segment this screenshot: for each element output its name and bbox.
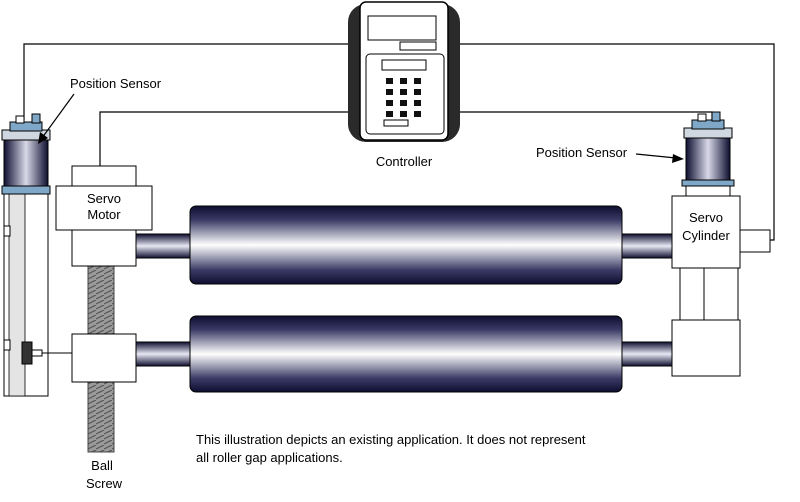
lower-roller xyxy=(135,315,673,393)
controller xyxy=(348,1,460,142)
left-position-sensor-label: Position Sensor xyxy=(70,76,162,91)
disclaimer-note: This illustration depicts an existing ap… xyxy=(196,431,586,467)
left-position-sensor xyxy=(1,113,51,397)
controller-label: Controller xyxy=(376,154,433,169)
disclaimer-line-1: This illustration depicts an existing ap… xyxy=(196,432,586,447)
upper-roller xyxy=(135,205,673,285)
servo-motor-bottom xyxy=(71,229,137,267)
lower-bearing-block xyxy=(71,333,137,383)
ball-screw-label-1: Ball xyxy=(91,458,113,473)
servo-motor-label-1: Servo xyxy=(87,191,121,206)
servo-cylinder xyxy=(671,195,771,377)
right-sensor-arrow xyxy=(635,153,684,163)
servo-cylinder-label-2: Cylinder xyxy=(682,228,730,243)
right-position-sensor-label: Position Sensor xyxy=(536,145,628,160)
right-position-sensor xyxy=(681,111,735,197)
servo-motor-label-2: Motor xyxy=(87,207,121,222)
left-sensor-arrow xyxy=(38,93,75,144)
ball-screw-label-2: Screw xyxy=(86,476,123,491)
servo-motor-top xyxy=(71,165,137,187)
servo-cylinder-label-1: Servo xyxy=(689,210,723,225)
disclaimer-line-2: all roller gap applications. xyxy=(196,450,343,465)
